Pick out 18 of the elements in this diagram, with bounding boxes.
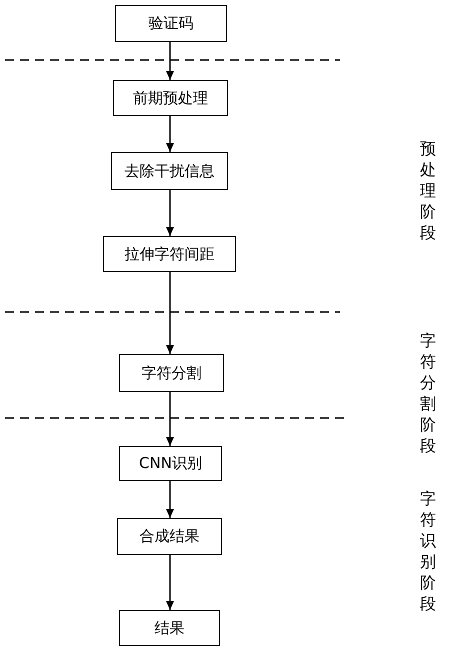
process-box: 合成结果 (117, 518, 222, 555)
arrow (166, 272, 174, 354)
stage-label: 字符分割阶段 (420, 330, 437, 456)
arrow (166, 190, 174, 236)
arrow (166, 392, 174, 446)
process-box: CNN识别 (119, 446, 222, 481)
process-box: 结果 (119, 610, 220, 646)
arrow (166, 116, 174, 152)
arrow (166, 555, 174, 610)
process-box: 字符分割 (119, 354, 224, 392)
arrow (166, 42, 174, 80)
process-box: 验证码 (115, 5, 227, 42)
arrow (166, 481, 174, 518)
process-box: 前期预处理 (113, 80, 228, 116)
process-box: 去除干扰信息 (111, 152, 228, 190)
process-box: 拉伸字符间距 (103, 236, 236, 272)
stage-label: 预处理阶段 (420, 138, 437, 243)
stage-label: 字符识别阶段 (420, 488, 437, 614)
